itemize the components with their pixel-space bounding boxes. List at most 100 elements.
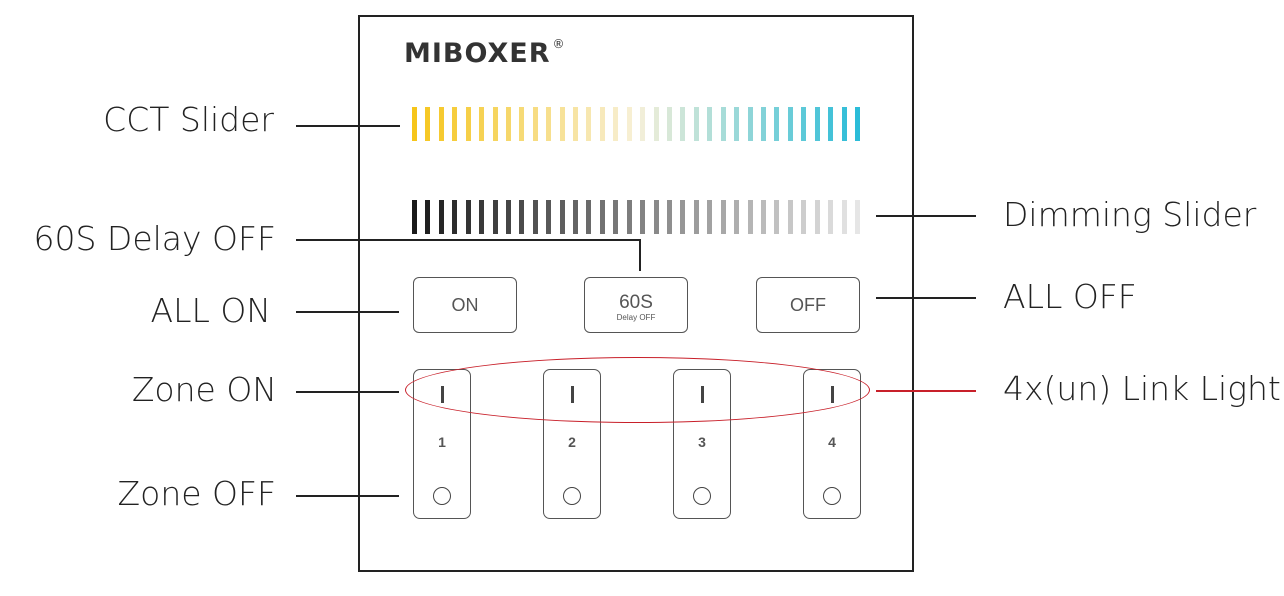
leader-all-on <box>296 311 399 313</box>
dimming-slider-step <box>412 200 417 234</box>
callout-link-light: 4x(un) Link Light <box>1003 369 1281 408</box>
dimming-slider-step <box>747 200 753 234</box>
dimming-slider-step <box>814 200 820 234</box>
cct-slider-step <box>720 107 726 141</box>
dimming-slider-step <box>774 200 780 234</box>
zone-4-off-button[interactable] <box>823 487 841 505</box>
zone-1-number: 1 <box>438 434 446 450</box>
cct-slider-step <box>425 107 431 141</box>
cct-slider-step <box>774 107 780 141</box>
callout-cct-slider: CCT Slider <box>103 100 274 139</box>
all-off-button[interactable]: OFF <box>756 277 860 333</box>
cct-slider-step <box>787 107 793 141</box>
leader-zone-off <box>296 495 399 497</box>
dimming-slider-step <box>693 200 699 234</box>
leader-cct-slider <box>296 125 400 127</box>
cct-slider-step <box>640 107 646 141</box>
cct-slider-step <box>559 107 565 141</box>
dimming-slider-step <box>452 200 458 234</box>
dimming-slider-step <box>613 200 619 234</box>
cct-slider-step <box>479 107 485 141</box>
delay-off-button[interactable]: 60S Delay OFF <box>584 277 688 333</box>
cct-slider-step <box>505 107 511 141</box>
cct-slider-step <box>734 107 740 141</box>
leader-delay-off <box>296 239 640 241</box>
dimming-slider-step <box>841 200 847 234</box>
zone-2-number: 2 <box>568 434 576 450</box>
dimming-slider-step <box>546 200 552 234</box>
cct-slider-step <box>546 107 552 141</box>
cct-slider-step <box>519 107 525 141</box>
cct-slider-step <box>854 107 860 141</box>
dimming-slider-step <box>465 200 471 234</box>
dimming-slider-step <box>559 200 565 234</box>
cct-slider-step <box>626 107 632 141</box>
cct-slider-step <box>841 107 847 141</box>
dimming-slider-step <box>787 200 793 234</box>
dimming-slider-step <box>479 200 485 234</box>
cct-slider-step <box>760 107 766 141</box>
dimming-slider-step <box>640 200 646 234</box>
cct-slider-step <box>653 107 659 141</box>
cct-slider-step <box>707 107 713 141</box>
dimming-slider-step <box>760 200 766 234</box>
cct-slider-step <box>680 107 686 141</box>
cct-slider-step <box>492 107 498 141</box>
cct-slider-step <box>586 107 592 141</box>
dimming-slider-step <box>801 200 807 234</box>
cct-slider-step <box>412 107 417 141</box>
dimming-slider-step <box>492 200 498 234</box>
leader-link-light <box>876 390 976 392</box>
dimming-slider[interactable] <box>412 200 860 234</box>
delay-off-button-label: 60S <box>619 291 653 313</box>
dimming-slider-step <box>653 200 659 234</box>
dimming-slider-step <box>854 200 860 234</box>
cct-slider[interactable] <box>412 107 860 141</box>
callout-all-off: ALL OFF <box>1003 277 1137 316</box>
dimming-slider-step <box>532 200 538 234</box>
callout-delay-off: 60S Delay OFF <box>33 219 277 258</box>
zone-2-off-button[interactable] <box>563 487 581 505</box>
cct-slider-step <box>667 107 673 141</box>
cct-slider-step <box>452 107 458 141</box>
dimming-slider-step <box>586 200 592 234</box>
all-off-button-label: OFF <box>790 294 826 315</box>
cct-slider-step <box>828 107 834 141</box>
cct-slider-step <box>438 107 444 141</box>
link-light-highlight <box>405 357 870 423</box>
callout-all-on: ALL ON <box>150 291 272 330</box>
cct-slider-step <box>613 107 619 141</box>
cct-slider-step <box>465 107 471 141</box>
leader-dimming-slider <box>876 215 976 217</box>
leader-all-off <box>876 297 976 299</box>
all-on-button[interactable]: ON <box>413 277 517 333</box>
dimming-slider-step <box>707 200 713 234</box>
cct-slider-step <box>532 107 538 141</box>
callout-zone-on: Zone ON <box>131 370 277 409</box>
dimming-slider-step <box>519 200 525 234</box>
dimming-slider-step <box>626 200 632 234</box>
dimming-slider-step <box>438 200 444 234</box>
delay-off-button-sublabel: Delay OFF <box>616 312 656 322</box>
cct-slider-step <box>693 107 699 141</box>
dimming-slider-step <box>680 200 686 234</box>
cct-slider-step <box>801 107 807 141</box>
all-on-button-label: ON <box>451 294 479 315</box>
zone-1-off-button[interactable] <box>433 487 451 505</box>
dimming-slider-step <box>667 200 673 234</box>
dimming-slider-step <box>720 200 726 234</box>
cct-slider-step <box>573 107 579 141</box>
callout-zone-off: Zone OFF <box>117 474 276 513</box>
zone-3-off-button[interactable] <box>693 487 711 505</box>
cct-slider-step <box>747 107 753 141</box>
dimming-slider-step <box>599 200 605 234</box>
cct-slider-step <box>599 107 605 141</box>
dimming-slider-step <box>828 200 834 234</box>
dimming-slider-step <box>734 200 740 234</box>
leader-zone-on <box>296 391 399 393</box>
leader-delay-off-drop <box>639 239 641 271</box>
cct-slider-step <box>814 107 820 141</box>
dimming-slider-step <box>573 200 579 234</box>
dimming-slider-step <box>425 200 431 234</box>
brand-logo: MIBOXER® <box>404 37 566 69</box>
